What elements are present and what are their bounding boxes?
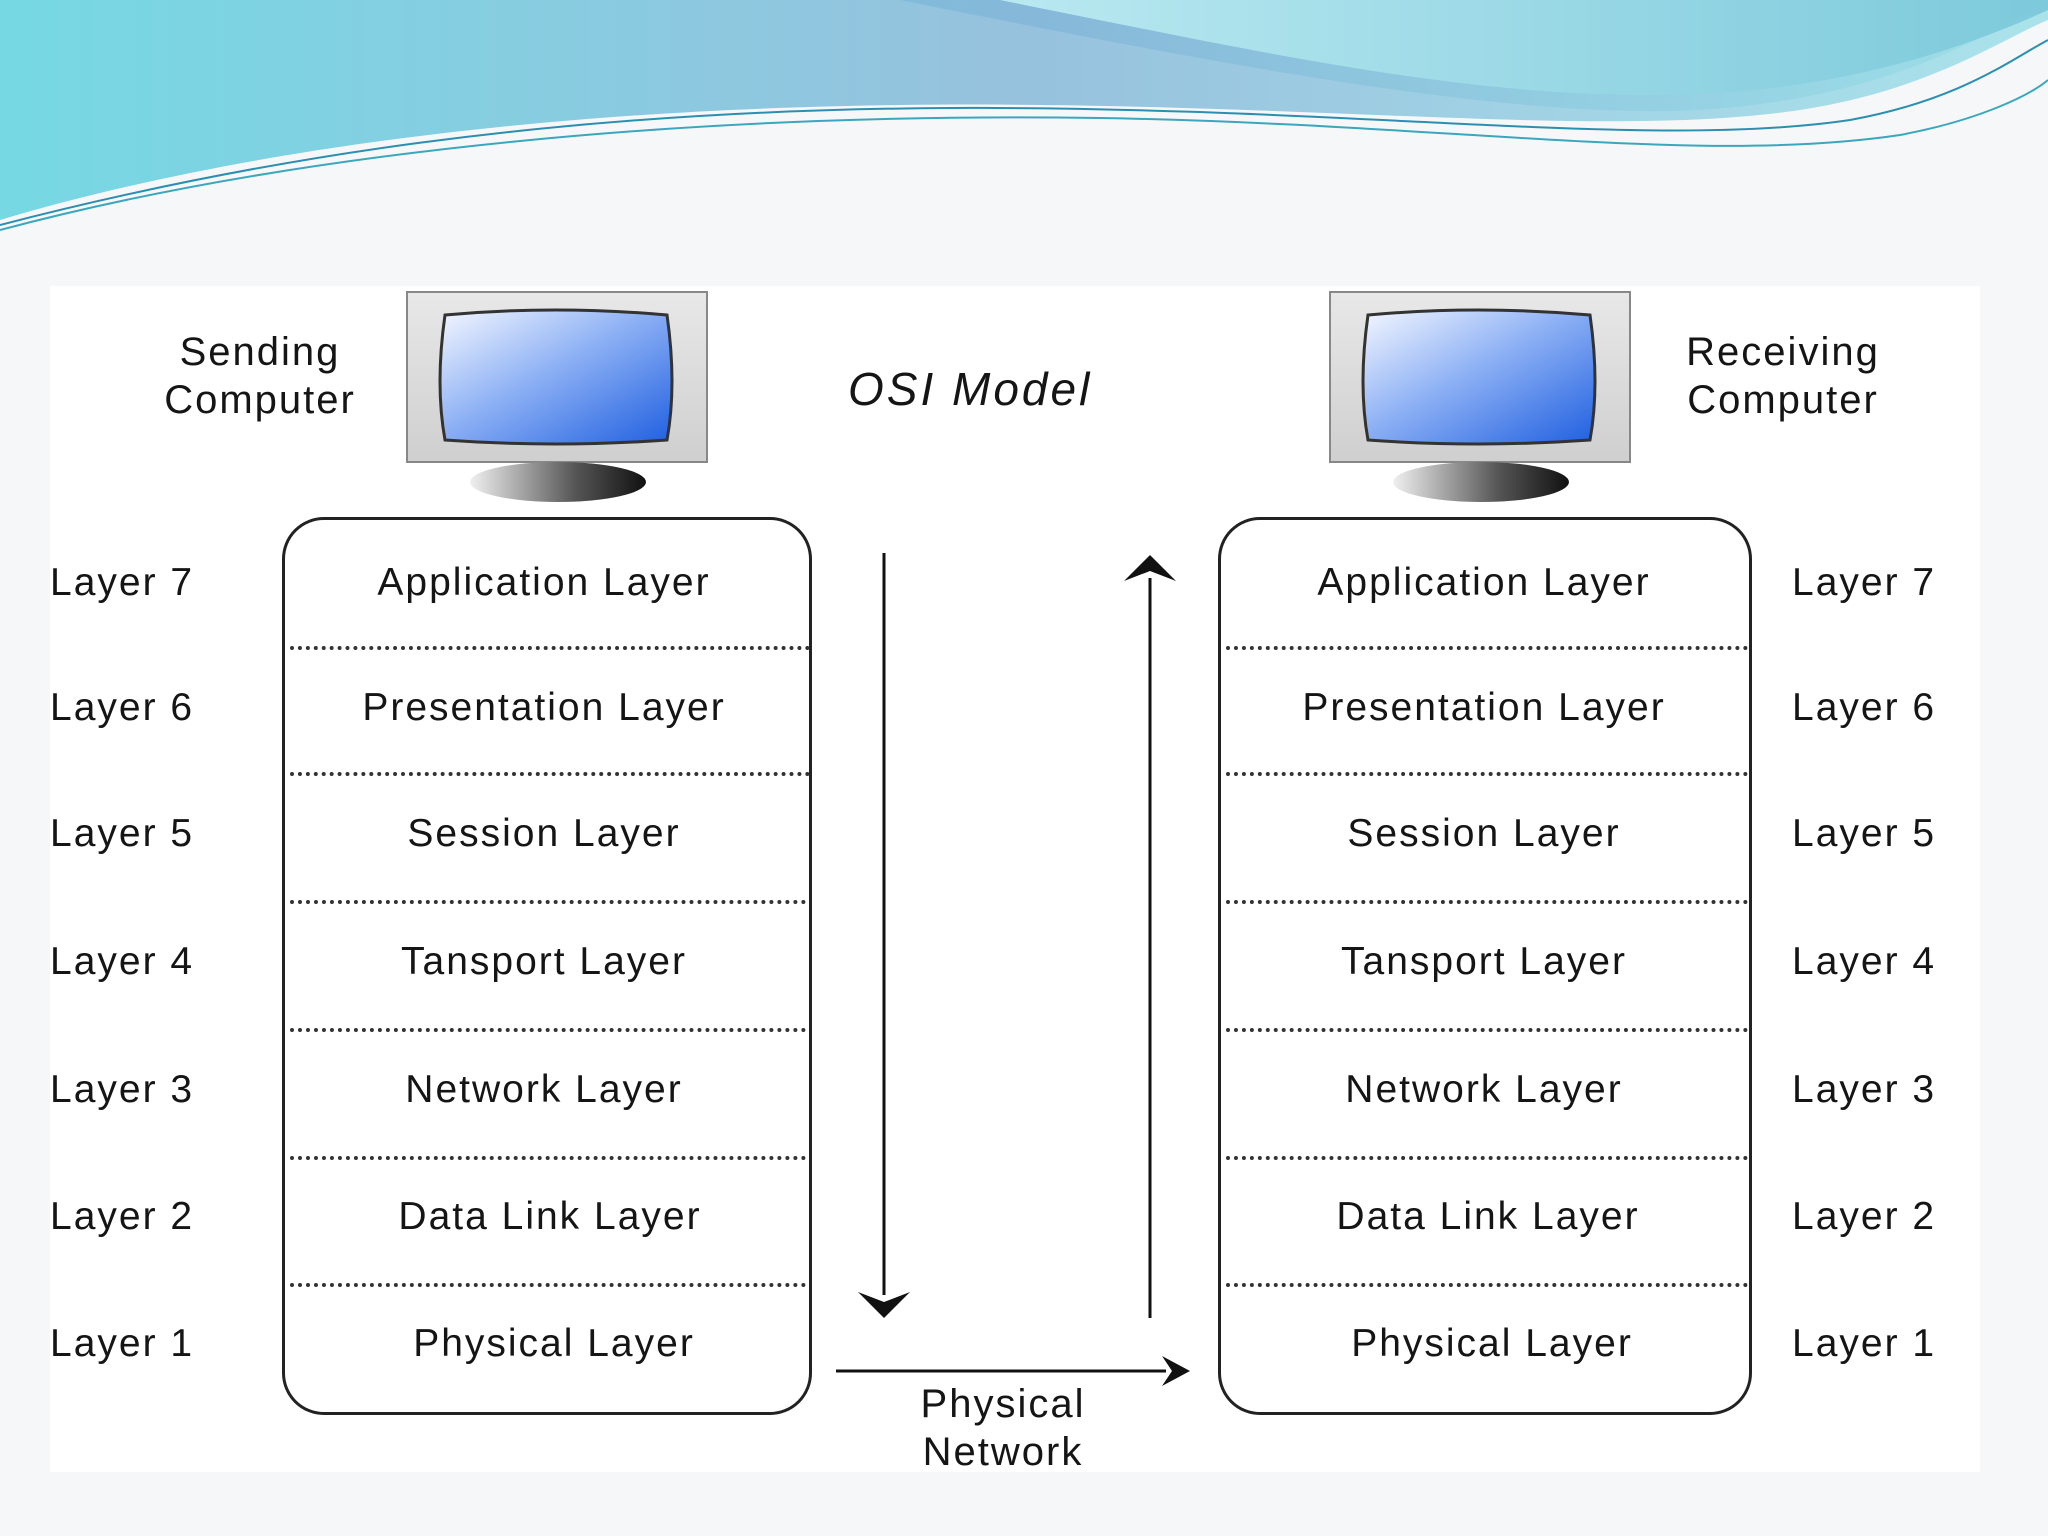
sender-layer-name: Physical Layer bbox=[413, 1322, 695, 1365]
sender-layer-stack bbox=[282, 517, 812, 1415]
receiver-layer-number: Layer 3 bbox=[1792, 1068, 1937, 1111]
receiver-separator bbox=[1226, 646, 1748, 650]
receiver-layer-name: Application Layer bbox=[1317, 561, 1651, 604]
down-arrow-icon bbox=[858, 553, 910, 1318]
sender-layer-number: Layer 7 bbox=[50, 561, 195, 604]
receiver-layer-name: Network Layer bbox=[1345, 1068, 1623, 1111]
sender-layer-number: Layer 3 bbox=[50, 1068, 195, 1111]
receiver-layer-number: Layer 5 bbox=[1792, 812, 1937, 855]
sender-layer-number: Layer 6 bbox=[50, 686, 195, 729]
sender-layer-number: Layer 1 bbox=[50, 1322, 195, 1365]
header-wave-banner bbox=[0, 0, 2048, 231]
sender-layer-name: Presentation Layer bbox=[362, 686, 726, 729]
receiver-layer-name: Tansport Layer bbox=[1341, 940, 1627, 983]
sender-separator bbox=[290, 1156, 806, 1160]
receiver-layer-name: Presentation Layer bbox=[1302, 686, 1666, 729]
sender-separator bbox=[290, 900, 806, 904]
receiving-computer-monitor-icon bbox=[1329, 291, 1631, 502]
receiving-computer-caption: Receiving Computer bbox=[1648, 328, 1918, 424]
sender-separator bbox=[290, 646, 810, 650]
sender-layer-name: Application Layer bbox=[377, 561, 711, 604]
sender-separator bbox=[290, 1283, 806, 1287]
sender-layer-name: Data Link Layer bbox=[398, 1195, 702, 1238]
sender-layer-number: Layer 5 bbox=[50, 812, 195, 855]
receiver-layer-number: Layer 4 bbox=[1792, 940, 1937, 983]
receiver-layer-number: Layer 7 bbox=[1792, 561, 1937, 604]
network-caption-line2: Network bbox=[922, 1430, 1084, 1474]
receiver-layer-name: Session Layer bbox=[1347, 812, 1621, 855]
right-arrow-icon bbox=[836, 1356, 1190, 1386]
sender-layer-number: Layer 4 bbox=[50, 940, 195, 983]
sender-separator bbox=[290, 772, 810, 776]
sending-computer-monitor-icon bbox=[406, 291, 708, 502]
receiver-layer-name: Data Link Layer bbox=[1336, 1195, 1640, 1238]
receiving-caption-line1: Receiving bbox=[1686, 330, 1880, 374]
receiver-layer-number: Layer 2 bbox=[1792, 1195, 1937, 1238]
receiver-layer-name: Physical Layer bbox=[1351, 1322, 1633, 1365]
receiver-separator bbox=[1226, 1156, 1748, 1160]
sender-layer-number: Layer 2 bbox=[50, 1195, 195, 1238]
up-arrow-icon bbox=[1124, 555, 1176, 1318]
receiver-separator bbox=[1226, 772, 1748, 776]
sending-caption-line1: Sending bbox=[179, 330, 341, 374]
network-caption-line1: Physical bbox=[920, 1382, 1086, 1426]
receiver-layer-stack bbox=[1218, 517, 1752, 1415]
sender-separator bbox=[290, 1028, 806, 1032]
physical-network-caption: Physical Network bbox=[868, 1380, 1138, 1476]
receiver-separator bbox=[1226, 1283, 1748, 1287]
sender-layer-name: Network Layer bbox=[405, 1068, 683, 1111]
receiver-separator bbox=[1226, 900, 1748, 904]
sending-caption-line2: Computer bbox=[164, 378, 356, 422]
sending-computer-caption: Sending Computer bbox=[120, 328, 400, 424]
diagram-title: OSI Model bbox=[848, 363, 1093, 415]
receiver-separator bbox=[1226, 1028, 1748, 1032]
sender-layer-name: Session Layer bbox=[407, 812, 681, 855]
receiving-caption-line2: Computer bbox=[1687, 378, 1879, 422]
sender-layer-name: Tansport Layer bbox=[401, 940, 687, 983]
receiver-layer-number: Layer 6 bbox=[1792, 686, 1937, 729]
receiver-layer-number: Layer 1 bbox=[1792, 1322, 1937, 1365]
